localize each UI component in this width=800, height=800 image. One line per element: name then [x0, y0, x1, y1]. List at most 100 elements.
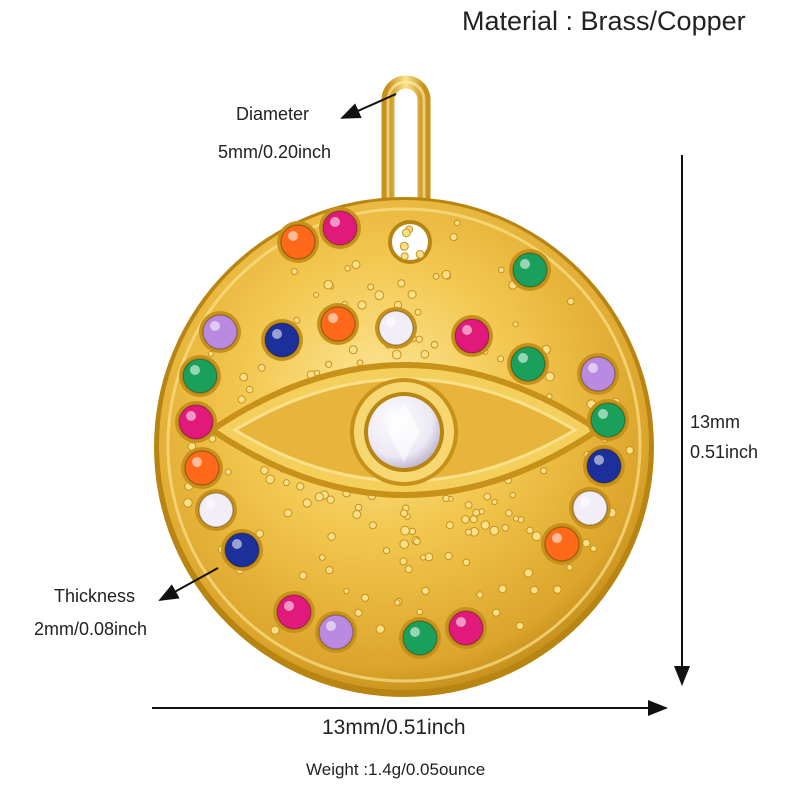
granule-dot [344, 265, 351, 272]
diameter-value: 5mm/0.20inch [218, 142, 332, 162]
gem-highlight [594, 455, 604, 465]
gemstone [224, 532, 260, 568]
material-label: Material : Brass/Copper [462, 6, 746, 36]
gem-highlight [206, 499, 216, 509]
gemstone [544, 526, 580, 562]
granule-dot [498, 584, 507, 594]
gemstone [590, 402, 626, 438]
gemstone [402, 620, 438, 656]
granule-dot [415, 335, 423, 343]
gem-highlight [588, 363, 598, 373]
gem-highlight [386, 317, 396, 327]
gemstone [454, 318, 490, 354]
granule-dot [415, 250, 425, 259]
gemstone [202, 314, 238, 350]
gem-highlight [326, 621, 336, 631]
gem-highlight [284, 601, 294, 611]
granule-dot [382, 547, 391, 555]
granule-dot [472, 508, 481, 517]
width-dimension: 13mm/0.51inch [322, 716, 466, 739]
granule-dot [402, 228, 411, 238]
granule-dot [545, 371, 555, 382]
granule-dot [512, 515, 520, 522]
granule-dot [239, 372, 249, 382]
granule-dot [526, 526, 534, 534]
gem-highlight [410, 627, 420, 637]
granule-dot [400, 509, 409, 518]
gemstone [276, 594, 312, 630]
diameter-arrow [340, 93, 397, 119]
granule-dot [298, 571, 308, 580]
granule-dot [397, 279, 406, 288]
granule-dot [282, 479, 290, 487]
gemstone [448, 610, 484, 646]
gem-highlight [232, 539, 242, 549]
height-inch: 0.51inch [690, 442, 759, 462]
granule-dot [553, 585, 562, 594]
granule-dot [400, 525, 411, 536]
granule-dot [498, 266, 505, 274]
granule-dot [375, 624, 385, 634]
granule-dot [492, 608, 501, 617]
gemstone [512, 252, 548, 288]
granule-dot [314, 492, 324, 502]
granule-dot [360, 593, 370, 602]
granule-dot [441, 269, 451, 280]
granule-dot [325, 566, 334, 575]
granule-dot [404, 565, 413, 574]
granule-dot [391, 349, 402, 360]
gem-highlight [552, 533, 562, 543]
granule-dot [224, 468, 232, 476]
granule-dot [531, 531, 542, 542]
thickness-value: 2mm/0.08inch [34, 619, 148, 639]
granule-dot [420, 554, 427, 561]
gemstone [510, 346, 546, 382]
granule-dot [476, 591, 484, 599]
granule-dot [501, 524, 510, 532]
granule-dot [416, 608, 424, 616]
gemstone [320, 306, 356, 342]
granule-dot [296, 482, 305, 491]
granule-dot [497, 355, 505, 363]
gem-highlight [328, 313, 338, 323]
granule-dot [540, 467, 548, 475]
granule-dot [313, 291, 320, 298]
gemstone [586, 448, 622, 484]
granule-dot [183, 498, 193, 508]
granule-dot [421, 586, 430, 596]
granule-dot [464, 501, 473, 509]
gem-highlight [288, 231, 298, 241]
dimension-arrows [152, 93, 690, 716]
granule-dot [430, 340, 439, 349]
granule-dot [293, 316, 301, 324]
granule-dot [454, 219, 461, 227]
gem-highlight [598, 409, 608, 419]
granule-dot [509, 491, 516, 499]
gem-highlight [330, 217, 340, 227]
gemstone [318, 614, 354, 650]
granule-dot [354, 608, 363, 617]
granule-dot [567, 297, 575, 306]
granule-dot [413, 537, 421, 546]
granule-dot [424, 552, 434, 562]
gemstone [178, 404, 214, 440]
granule-dot [237, 395, 246, 404]
granule-dot [326, 495, 335, 504]
gemstone [280, 224, 316, 260]
granule-dot [283, 508, 293, 518]
granule-dot [352, 510, 362, 519]
granule-dot [407, 290, 417, 299]
granule-dot [469, 515, 478, 524]
granule-dot [325, 360, 333, 368]
gemstone [572, 490, 608, 526]
granule-dot [432, 273, 440, 280]
granule-dot [625, 446, 634, 455]
granule-dot [582, 538, 591, 548]
granule-dot [265, 474, 276, 485]
gem-highlight [456, 617, 466, 627]
granule-dot [505, 509, 513, 517]
granule-dot [590, 545, 597, 553]
granule-dot [255, 529, 265, 539]
granule-dot [207, 350, 214, 357]
